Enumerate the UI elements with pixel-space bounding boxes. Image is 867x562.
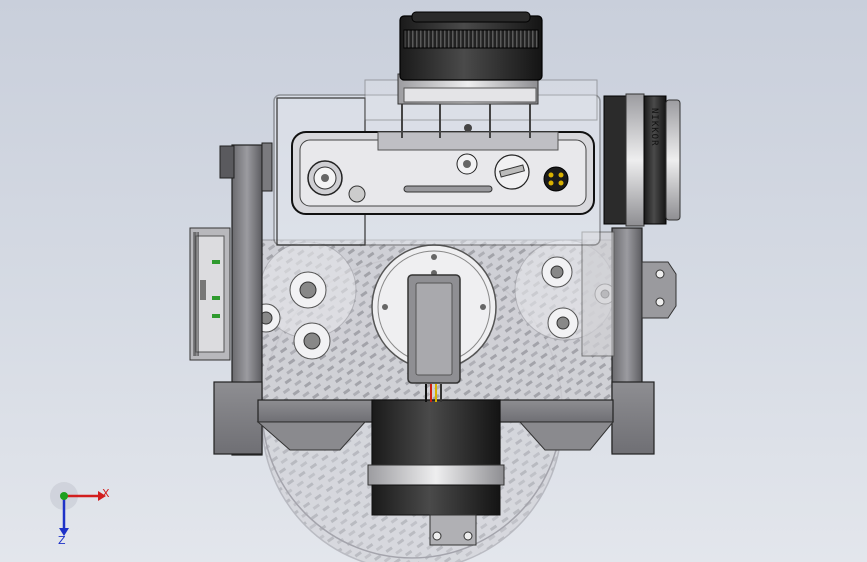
x-axis-label: X	[102, 487, 110, 500]
orientation-triad[interactable]: X Y Z	[50, 480, 110, 547]
side-lens[interactable]: NIKKOR	[603, 93, 681, 227]
lens-brand-text: NIKKOR	[649, 108, 659, 147]
y-axis-dot	[60, 492, 68, 500]
camera-hotshoe-connector[interactable]	[543, 166, 569, 192]
camera-film-advance-knob[interactable]	[307, 160, 343, 196]
camera-body[interactable]	[291, 104, 595, 215]
x-arrowhead-icon	[98, 491, 106, 501]
left-circuit-board[interactable]	[189, 227, 231, 361]
top-lens[interactable]	[397, 11, 543, 105]
z-arrowhead-icon	[59, 528, 69, 536]
motor-wires	[425, 384, 442, 402]
bottom-motor-stack[interactable]	[367, 384, 505, 546]
camera-rewind-knob[interactable]	[494, 154, 530, 190]
carbon-plate[interactable]	[251, 239, 619, 401]
camera-top-screws	[401, 104, 531, 138]
right-side-arm[interactable]	[581, 227, 677, 455]
center-motor-disc[interactable]	[371, 244, 497, 384]
z-axis-label: Z	[58, 534, 66, 547]
left-side-arm[interactable]	[213, 142, 273, 456]
camera-shutter-dial[interactable]	[456, 153, 478, 175]
